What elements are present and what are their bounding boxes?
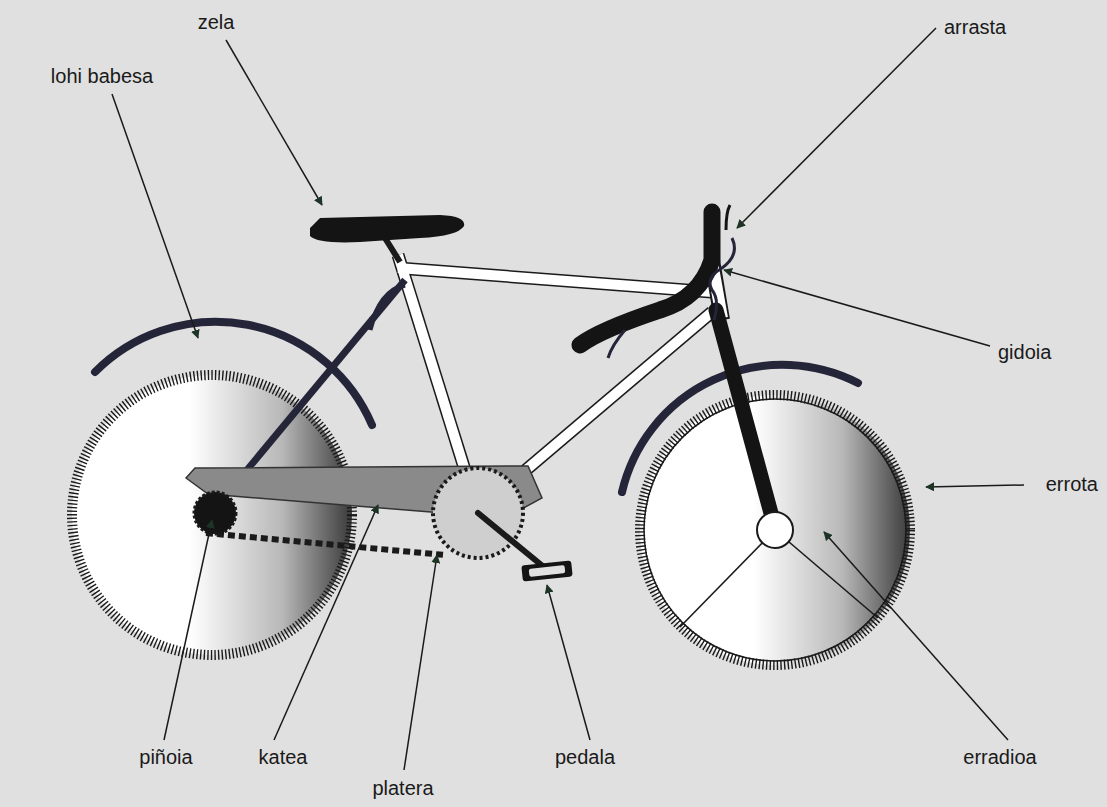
- part-label: erradioa: [963, 745, 1036, 769]
- front-hub: [757, 512, 793, 548]
- spoke: [680, 530, 775, 627]
- pinion: [194, 492, 236, 534]
- part-label: zela: [198, 10, 235, 34]
- leader-line: [112, 94, 198, 338]
- down-tube: [520, 312, 712, 475]
- pedal: [521, 560, 572, 581]
- front-tire: [640, 395, 910, 665]
- part-label: pedala: [555, 745, 615, 769]
- part-label: katea: [259, 745, 308, 769]
- down-tube-fill: [520, 312, 712, 475]
- brake-lever: [726, 205, 730, 230]
- rear-wheel: [72, 375, 352, 655]
- rear-tire: [72, 375, 352, 655]
- front-wheel: [640, 395, 910, 665]
- top-tube-fill: [398, 268, 712, 292]
- leader-line: [547, 585, 590, 740]
- part-label: lohi babesa: [51, 64, 153, 88]
- pedal-gap: [529, 565, 566, 577]
- part-label: platera: [372, 776, 433, 800]
- leader-line: [724, 270, 990, 346]
- front-fork: [716, 310, 775, 528]
- seat-post: [385, 238, 400, 262]
- leader-line: [164, 520, 212, 740]
- leader-line: [404, 555, 437, 770]
- part-label: gidoia: [998, 340, 1051, 364]
- chain: [206, 533, 445, 555]
- seat-tube-fill: [398, 255, 468, 480]
- brake-cable: [710, 238, 735, 320]
- leader-line: [737, 28, 936, 228]
- part-label: piñoia: [139, 745, 192, 769]
- saddle: [310, 215, 464, 242]
- part-label: arrasta: [944, 15, 1006, 39]
- spoke: [775, 530, 878, 618]
- leader-lines: [112, 28, 1024, 770]
- leader-line: [824, 532, 1008, 740]
- top-tube: [398, 268, 712, 292]
- leader-line: [274, 505, 378, 740]
- seat-tube: [398, 255, 468, 480]
- brake-lever: [608, 330, 625, 358]
- frame: [398, 255, 722, 480]
- handlebar: [580, 212, 712, 345]
- leader-line: [226, 40, 322, 205]
- crank: [478, 513, 545, 568]
- front-rim: [644, 399, 906, 661]
- part-label: errota: [1046, 472, 1098, 496]
- brake-cable: [370, 285, 405, 330]
- leader-line: [926, 485, 1024, 487]
